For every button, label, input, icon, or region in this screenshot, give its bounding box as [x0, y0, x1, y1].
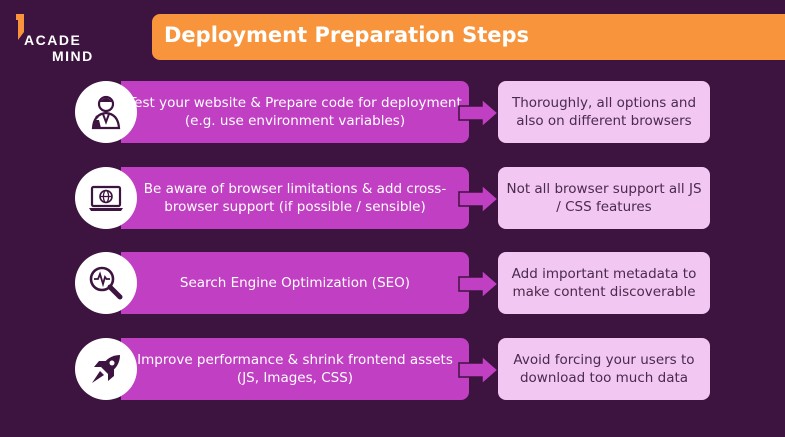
step-icon-circle — [75, 167, 137, 229]
logo-mark-icon — [16, 14, 24, 40]
step-box: Be aware of browser limitations & add cr… — [121, 167, 469, 229]
step-row: Be aware of browser limitations & add cr… — [0, 167, 785, 231]
academind-logo: ACADE MIND — [14, 14, 104, 64]
step-icon-circle — [75, 252, 137, 314]
step-note: Add important metadata to make content d… — [498, 252, 710, 314]
arrow-right-icon — [458, 269, 500, 299]
arrow-right-icon — [458, 98, 500, 128]
step-note: Not all browser support all JS / CSS fea… — [498, 167, 710, 229]
title-bar: Deployment Preparation Steps — [152, 14, 785, 60]
step-icon-circle — [75, 338, 137, 400]
step-note: Thoroughly, all options and also on diff… — [498, 81, 710, 143]
browser-globe-icon — [89, 185, 123, 211]
developer-icon — [91, 95, 121, 130]
logo-text-line2: MIND — [52, 48, 94, 64]
arrow-right-icon — [458, 355, 500, 385]
page-title: Deployment Preparation Steps — [164, 23, 530, 47]
logo-text-line1: ACADE — [24, 32, 82, 48]
rocket-icon — [92, 355, 120, 383]
seo-magnifier-icon — [89, 266, 123, 300]
step-row: Test your website & Prepare code for dep… — [0, 81, 785, 145]
step-icon-circle — [75, 81, 137, 143]
step-box: Test your website & Prepare code for dep… — [121, 81, 469, 143]
step-note: Avoid forcing your users to download too… — [498, 338, 710, 400]
arrow-right-icon — [458, 184, 500, 214]
step-box: Search Engine Optimization (SEO) — [121, 252, 469, 314]
step-row: Improve performance & shrink frontend as… — [0, 338, 785, 402]
step-box: Improve performance & shrink frontend as… — [121, 338, 469, 400]
step-row: Search Engine Optimization (SEO) Add imp… — [0, 252, 785, 316]
